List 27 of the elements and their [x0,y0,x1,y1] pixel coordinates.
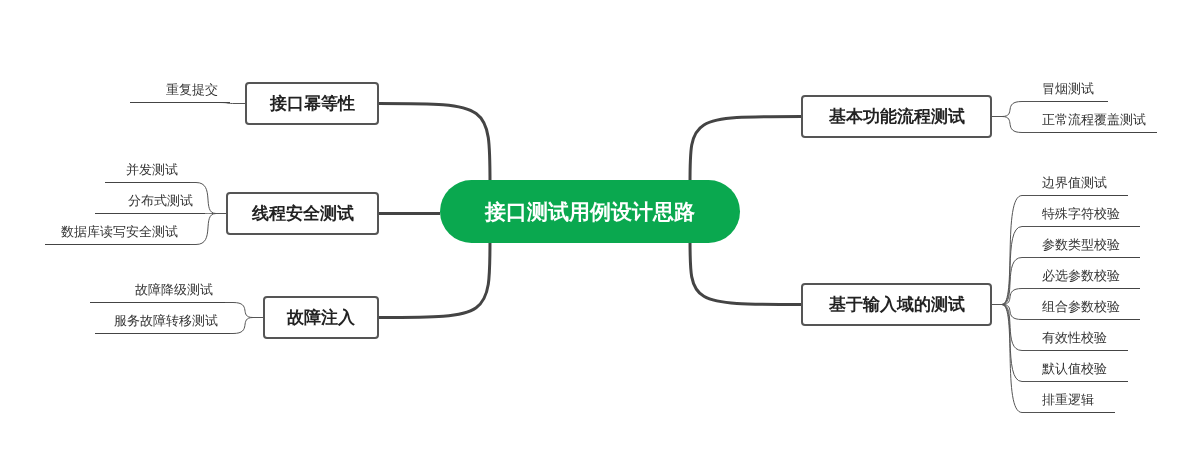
topic-box: 接口幂等性 [245,82,379,125]
subtopic-label: 故障降级测试 [90,280,225,303]
subtopic-label: 服务故障转移测试 [95,311,230,334]
connector-line [189,213,227,245]
subtopic-label: 重复提交 [130,80,230,103]
topic-box: 故障注入 [263,296,379,339]
subtopic-label: 排重逻辑 [1040,390,1115,413]
subtopic-label: 边界值测试 [1040,173,1128,196]
topic-box: 线程安全测试 [226,192,379,235]
subtopic-label: 参数类型校验 [1040,235,1140,258]
connector-line [991,116,1041,133]
subtopic-label: 正常流程覆盖测试 [1040,110,1157,133]
subtopic-label: 分布式测试 [95,191,205,214]
topic-box: 基本功能流程测试 [801,95,992,138]
subtopic-label: 数据库读写安全测试 [45,222,190,245]
central-topic-pill: 接口测试用例设计思路 [440,180,740,243]
subtopic-label: 特殊字符校验 [1040,204,1140,227]
connector-line [229,317,264,334]
subtopic-label: 必选参数校验 [1040,266,1140,289]
topic-box: 基于输入域的测试 [801,283,992,326]
connector-line [991,304,1041,413]
subtopic-label: 组合参数校验 [1040,297,1140,320]
subtopic-label: 冒烟测试 [1040,79,1108,102]
subtopic-label: 有效性校验 [1040,328,1128,351]
subtopic-label: 默认值校验 [1040,359,1128,382]
branch-curve [379,212,440,215]
subtopic-label: 并发测试 [105,160,190,183]
